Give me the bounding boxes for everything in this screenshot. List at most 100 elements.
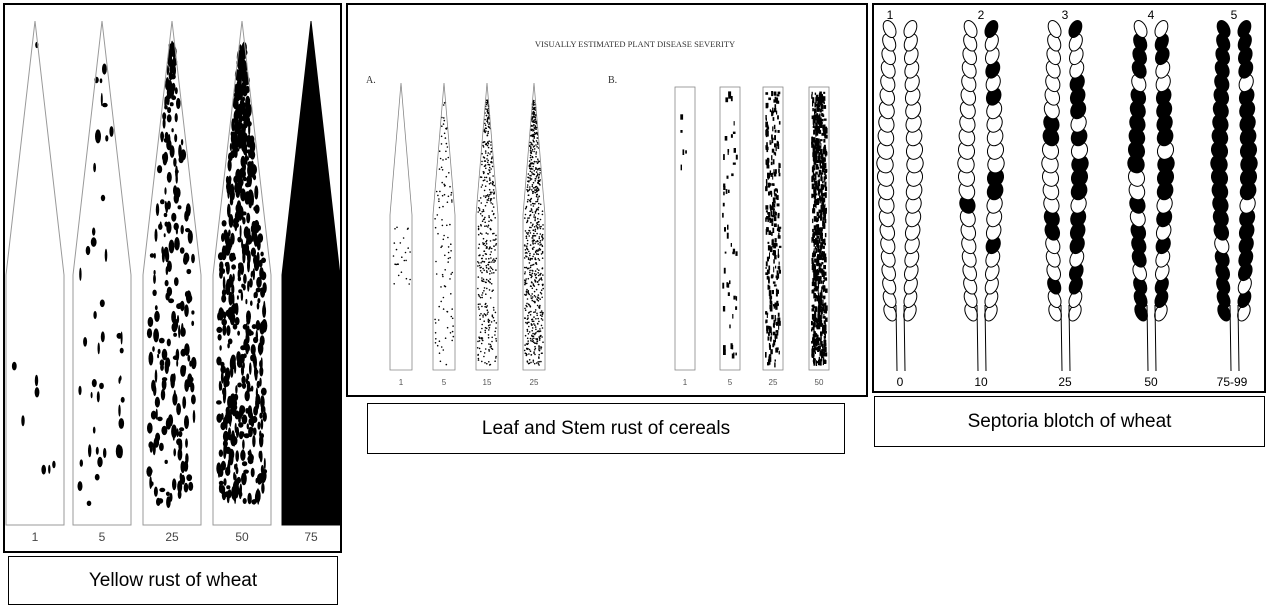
rust-pustule [487, 110, 489, 112]
rust-pustule [528, 230, 530, 232]
stem-pustule [771, 232, 773, 236]
stem-pustule [771, 91, 773, 96]
stem-pustule [765, 217, 767, 221]
rust-pustule [394, 242, 396, 244]
rust-pustule [477, 341, 479, 343]
rust-pustule [525, 267, 527, 269]
rust-pustule [492, 175, 494, 177]
rust-pustule [526, 291, 528, 293]
rust-streak [224, 387, 226, 400]
rust-pustule [408, 283, 410, 285]
stem-pustule [775, 130, 777, 133]
rust-pustule [530, 267, 532, 269]
rust-pustule [492, 203, 494, 205]
rust-pustule [540, 346, 542, 348]
stem-pustule [814, 231, 817, 235]
rust-pustule [493, 261, 495, 263]
rust-pustule [537, 194, 539, 196]
rust-pustule [539, 259, 541, 261]
rust-streak [172, 83, 176, 92]
stem-pustule [812, 235, 813, 239]
stem-pustule [769, 183, 772, 185]
rust-pustule [438, 201, 440, 203]
stem-pustule [825, 318, 828, 322]
rust-pustule [537, 197, 539, 199]
rust-pustule [533, 233, 535, 235]
stem-pustule [816, 320, 818, 325]
rust-pustule [441, 245, 443, 247]
rust-pustule [481, 164, 483, 166]
rust-pustule [494, 320, 496, 322]
rust-pustule [530, 258, 532, 260]
rust-pustule [484, 165, 486, 167]
stem-pustule [765, 130, 766, 136]
rust-pustule [540, 292, 542, 294]
rust-pustule [480, 197, 482, 199]
rust-pustule [443, 297, 445, 299]
rust-pustule [436, 273, 438, 275]
stem-pustule [774, 135, 776, 140]
rust-pustule [478, 304, 480, 306]
rust-streak [242, 251, 245, 263]
rust-pustule [531, 319, 533, 321]
rust-pustule [531, 324, 533, 326]
rust-pustule [482, 255, 484, 257]
rust-pustule [524, 284, 526, 286]
septoria-bottom-label-50: 50 [1144, 375, 1158, 389]
rust-pustule [493, 213, 495, 215]
rust-pustule [541, 297, 543, 299]
stem-pustule [777, 203, 780, 206]
rust-pustule [534, 203, 536, 205]
yellow-scale-label-50: 50 [235, 530, 249, 544]
rust-pustule [486, 102, 488, 104]
rust-pustule [401, 271, 403, 273]
yellow-leaf-outline-1 [6, 21, 64, 525]
rust-pustule [530, 222, 532, 224]
rust-pustule [533, 264, 535, 266]
stem-pustule [817, 102, 819, 107]
stem-pustule [821, 113, 823, 116]
rust-streak [254, 366, 256, 377]
stem-pustule [821, 233, 823, 236]
rust-streak [176, 403, 181, 415]
rust-pustule [527, 340, 529, 342]
stem-pustule [812, 117, 813, 119]
rust-pustule [530, 179, 532, 181]
rust-streak [171, 95, 176, 100]
rust-streak [220, 383, 222, 390]
stem-pustule [771, 111, 773, 117]
rust-pustule [542, 319, 544, 321]
rust-pustule [443, 123, 445, 125]
rust-streak [221, 295, 226, 303]
rust-pustule [533, 247, 535, 249]
stem-pustule [778, 266, 780, 270]
rust-pustule [393, 255, 395, 257]
rust-pustule [531, 135, 533, 137]
rust-pustule [535, 332, 537, 334]
stem-pustule [812, 92, 813, 95]
rust-pustule [527, 330, 529, 332]
rust-pustule [530, 311, 532, 313]
rust-pustule [533, 129, 535, 131]
rust-pustule [478, 247, 480, 249]
rust-streak [254, 292, 256, 298]
rust-streak [222, 220, 227, 226]
rust-pustule [537, 209, 539, 211]
rust-pustule [533, 338, 535, 340]
rust-pustule [534, 189, 536, 191]
rust-pustule [533, 100, 535, 102]
rust-streak [160, 199, 165, 204]
rust-pustule [525, 322, 527, 324]
stem-pustule [813, 124, 815, 126]
stem-pustule [815, 175, 817, 180]
rust-pustule [393, 283, 395, 285]
rust-pustule [448, 258, 450, 260]
stem-pustule [770, 170, 771, 175]
rust-pustule [439, 352, 441, 354]
rust-pustule [485, 327, 487, 329]
rust-pustule [530, 314, 532, 316]
stem-pustule [815, 341, 817, 346]
rust-streak [253, 268, 255, 280]
leaf-rust-leaf-1 [390, 83, 412, 370]
rust-pustule [438, 198, 440, 200]
